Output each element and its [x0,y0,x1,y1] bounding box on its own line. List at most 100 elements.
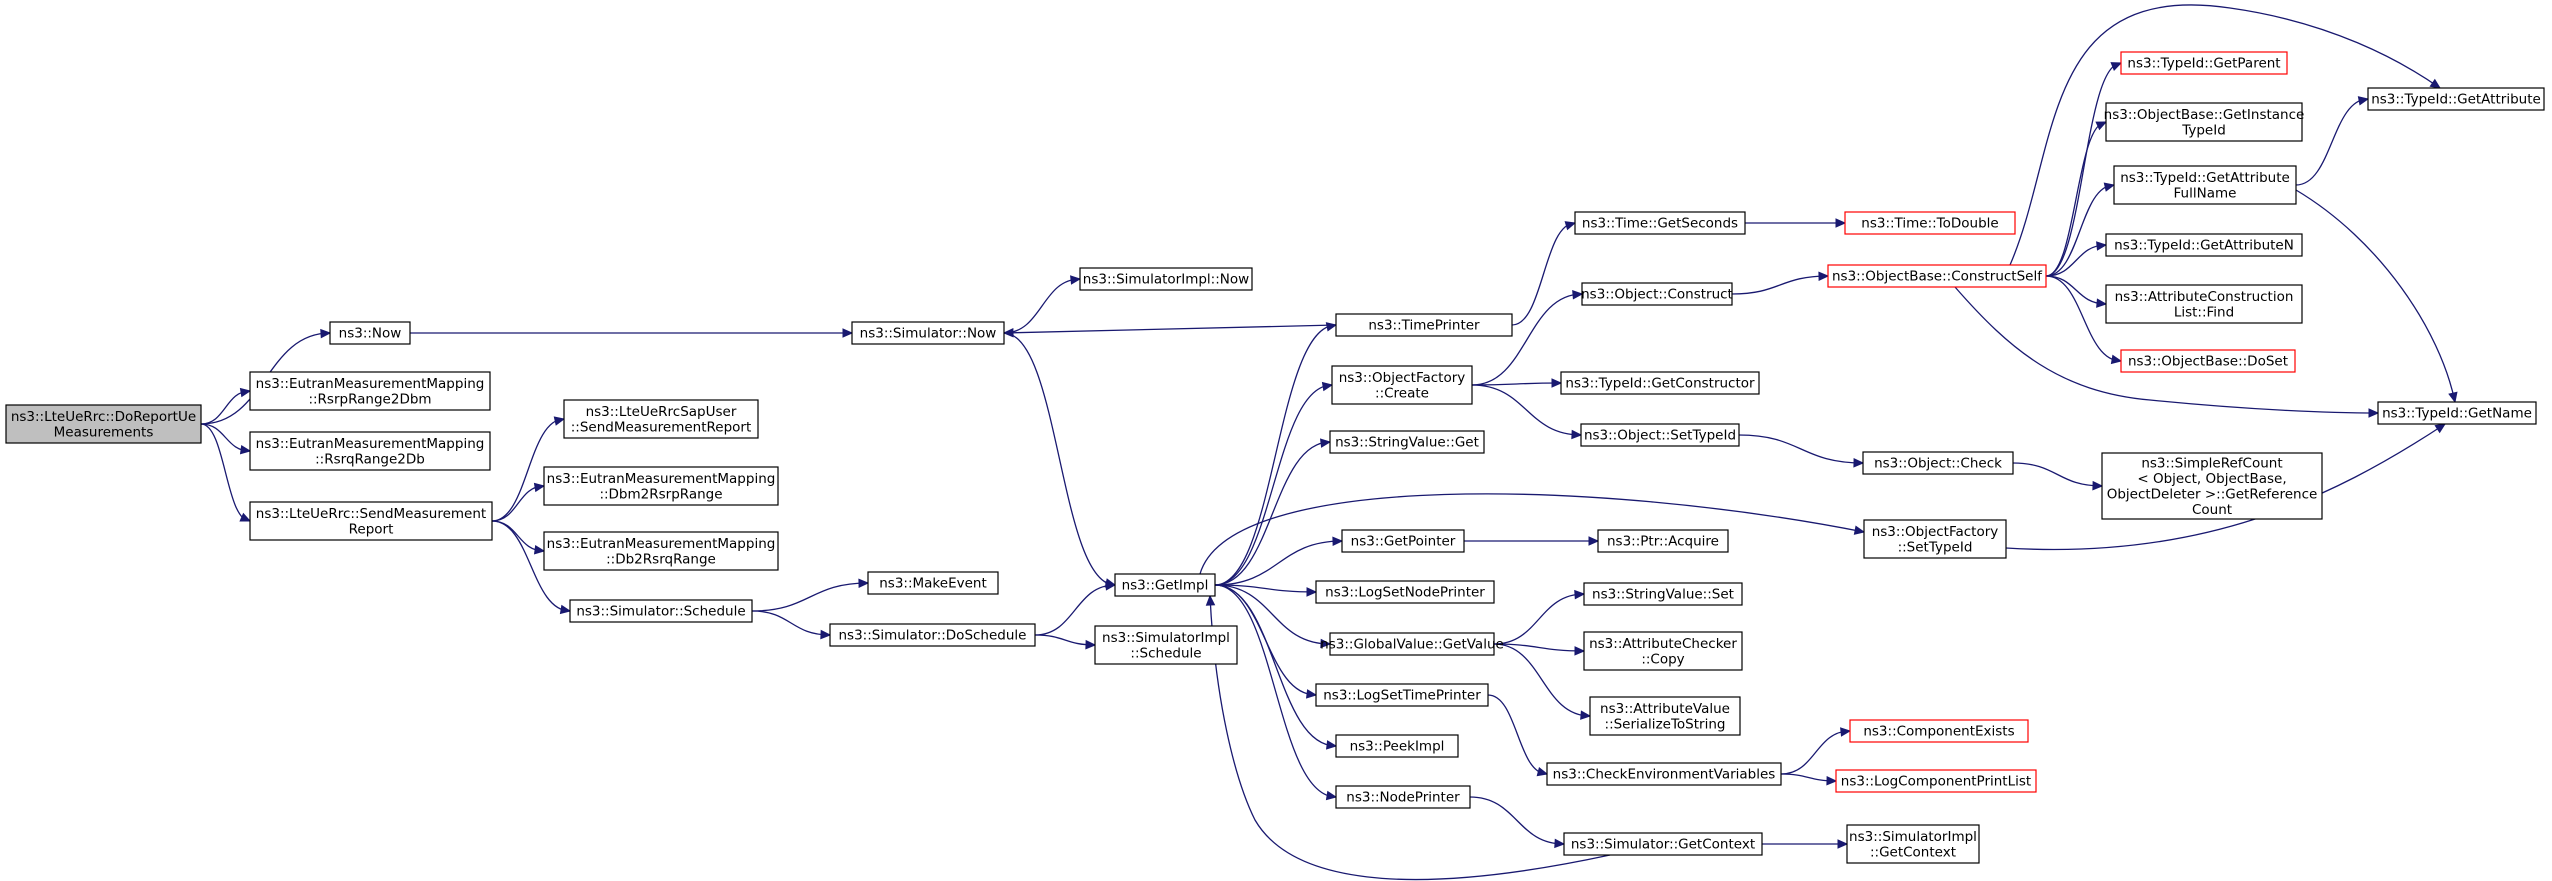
node-box[interactable] [5,404,202,444]
graph-node[interactable]: ns3::ObjectFactory::Create [1331,365,1473,405]
graph-node[interactable]: ns3::StringValue::Get [1329,430,1485,454]
node-box[interactable] [1335,313,1513,337]
node-box[interactable] [1079,267,1253,291]
node-box[interactable] [1546,762,1782,786]
node-box[interactable] [1846,824,1980,864]
graph-node[interactable]: ns3::ComponentExists [1849,719,2029,743]
graph-node[interactable]: ns3::Simulator::Now [851,321,1005,345]
graph-node[interactable]: ns3::Simulator::DoSchedule [829,623,1036,647]
graph-node[interactable]: ns3::Object::Construct [1581,282,1733,306]
node-box[interactable] [2113,165,2297,205]
node-box[interactable] [1849,719,2029,743]
graph-node[interactable]: ns3::AttributeChecker::Copy [1583,631,1743,671]
node-box[interactable] [1094,625,1238,665]
graph-node[interactable]: ns3::NodePrinter [1335,785,1471,809]
node-box[interactable] [829,623,1036,647]
node-box[interactable] [569,599,753,623]
node-box[interactable] [1583,631,1743,671]
node-box[interactable] [249,431,491,471]
graph-node[interactable]: ns3::LteUeRrcSapUser::SendMeasurementRep… [563,399,759,439]
graph-node[interactable]: ns3::LogSetNodePrinter [1315,580,1495,604]
graph-node[interactable]: ns3::AttributeValue::SerializeToString [1589,696,1741,736]
graph-node[interactable]: ns3::TypeId::GetConstructor [1560,371,1760,395]
graph-node[interactable]: ns3::TypeId::GetAttributeN [2105,233,2303,257]
graph-node[interactable]: ns3::Now [329,321,411,345]
node-box[interactable] [1563,832,1763,856]
node-box[interactable] [1589,696,1741,736]
graph-node[interactable]: ns3::ObjectBase::DoSet [2120,349,2296,373]
node-box[interactable] [543,466,779,506]
node-box[interactable] [249,371,491,411]
graph-node[interactable]: ns3::TypeId::GetAttribute [2367,87,2545,111]
node-box[interactable] [2105,102,2303,142]
graph-node[interactable]: ns3::TimePrinter [1335,313,1513,337]
node-box[interactable] [2105,284,2303,324]
graph-node[interactable]: ns3::GetImpl [1114,573,1216,597]
graph-node[interactable]: ns3::EutranMeasurementMapping::RsrpRange… [249,371,491,411]
node-box[interactable] [1580,423,1740,447]
node-box[interactable] [1315,683,1489,707]
node-box[interactable] [2367,87,2545,111]
node-box[interactable] [1329,632,1495,656]
node-box[interactable] [867,571,999,595]
graph-node[interactable]: ns3::SimulatorImpl::GetContext [1846,824,1980,864]
graph-node[interactable]: ns3::ObjectBase::ConstructSelf [1827,264,2047,288]
node-box[interactable] [2105,233,2303,257]
node-box[interactable] [329,321,411,345]
graph-node[interactable]: ns3::TypeId::GetName [2377,401,2537,425]
node-box[interactable] [1335,734,1459,758]
node-box[interactable] [1844,211,2016,235]
graph-node[interactable]: ns3::LteUeRrc::SendMeasurementReport [249,501,493,541]
graph-node[interactable]: ns3::LogComponentPrintList [1835,769,2037,793]
graph-node[interactable]: ns3::GlobalValue::GetValue [1320,632,1504,656]
graph-node[interactable]: ns3::EutranMeasurementMapping::Dbm2RsrpR… [543,466,779,506]
node-box[interactable] [2101,452,2323,520]
node-box[interactable] [2377,401,2537,425]
node-box[interactable] [851,321,1005,345]
node-box[interactable] [1597,529,1729,553]
graph-node[interactable]: ns3::Time::ToDouble [1844,211,2016,235]
graph-node[interactable]: ns3::SimpleRefCount< Object, ObjectBase,… [2101,452,2323,520]
node-box[interactable] [1583,582,1743,606]
node-box[interactable] [1341,529,1465,553]
node-box[interactable] [1827,264,2047,288]
graph-node[interactable]: ns3::TypeId::GetParent [2120,51,2288,75]
graph-node[interactable]: ns3::Simulator::Schedule [569,599,753,623]
graph-node[interactable]: ns3::Ptr::Acquire [1597,529,1729,553]
graph-node[interactable]: ns3::Time::GetSeconds [1574,211,1746,235]
node-box[interactable] [1329,430,1485,454]
node-box[interactable] [249,501,493,541]
graph-node[interactable]: ns3::GetPointer [1341,529,1465,553]
node-box[interactable] [1560,371,1760,395]
graph-node[interactable]: ns3::PeekImpl [1335,734,1459,758]
graph-node[interactable]: ns3::Object::SetTypeId [1580,423,1740,447]
node-box[interactable] [1114,573,1216,597]
node-box[interactable] [1331,365,1473,405]
graph-node[interactable]: ns3::SimulatorImpl::Now [1079,267,1253,291]
graph-node[interactable]: ns3::StringValue::Set [1583,582,1743,606]
node-box[interactable] [543,531,779,571]
node-box[interactable] [1574,211,1746,235]
node-box[interactable] [563,399,759,439]
node-box[interactable] [1581,282,1733,306]
graph-node[interactable]: ns3::LogSetTimePrinter [1315,683,1489,707]
graph-node[interactable]: ns3::CheckEnvironmentVariables [1546,762,1782,786]
graph-node[interactable]: ns3::Simulator::GetContext [1563,832,1763,856]
graph-node[interactable]: ns3::SimulatorImpl::Schedule [1094,625,1238,665]
node-box[interactable] [1315,580,1495,604]
graph-node[interactable]: ns3::Object::Check [1862,451,2014,475]
node-box[interactable] [1335,785,1471,809]
node-box[interactable] [1862,451,2014,475]
node-box[interactable] [2120,349,2296,373]
graph-node[interactable]: ns3::EutranMeasurementMapping::RsrqRange… [249,431,491,471]
node-box[interactable] [1863,519,2007,559]
graph-node[interactable]: ns3::MakeEvent [867,571,999,595]
graph-node[interactable]: ns3::EutranMeasurementMapping::Db2RsrqRa… [543,531,779,571]
node-box[interactable] [2120,51,2288,75]
node-box[interactable] [1835,769,2037,793]
graph-node[interactable]: ns3::ObjectFactory::SetTypeId [1863,519,2007,559]
